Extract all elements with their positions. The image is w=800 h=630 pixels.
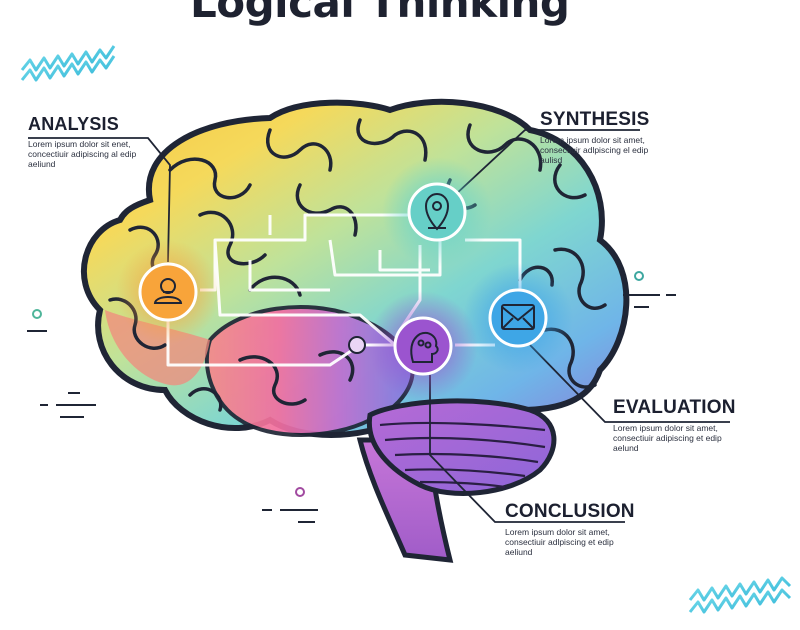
decorative-marks: [27, 271, 676, 523]
thinking-head-icon: [410, 332, 439, 363]
conclusion-node[interactable]: [368, 291, 478, 401]
conclusion-heading: CONCLUSION: [505, 501, 635, 522]
envelope-icon: [501, 304, 535, 330]
junction-dot: [348, 336, 366, 354]
conclusion-label: CONCLUSION Lorem ipsum dolor sit amet, c…: [505, 501, 635, 557]
synthesis-heading: SYNTHESIS: [540, 109, 650, 130]
synthesis-description: Lorem ipsum dolor sit amet, consectiuir …: [540, 135, 649, 165]
zigzag-decoration-top-left: [20, 45, 116, 82]
evaluation-description: Lorem ipsum dolor sit amet, consectiuir …: [613, 423, 722, 453]
evaluation-label: EVALUATION Lorem ipsum dolor sit amet, c…: [613, 397, 738, 453]
synthesis-node[interactable]: [382, 157, 492, 267]
analysis-description: Lorem ipsum dolor sit enet, concectiuir …: [28, 139, 137, 169]
analysis-heading: ANALYSIS: [28, 114, 119, 134]
evaluation-node[interactable]: [463, 263, 573, 373]
synthesis-label: SYNTHESIS Lorem ipsum dolor sit amet, co…: [540, 109, 665, 165]
analysis-label: ANALYSIS Lorem ipsum dolor sit enet, con…: [28, 114, 153, 169]
person-bust-icon: [153, 278, 183, 304]
cerebellum-folds: [379, 421, 546, 489]
evaluation-heading: EVALUATION: [613, 397, 736, 418]
conclusion-description: Lorem ipsum dolor sit amet, consectiuir …: [505, 527, 614, 557]
location-pin-person-icon: [424, 192, 450, 231]
zigzag-decoration-bottom-right: [688, 576, 792, 614]
pointer-lines: [28, 129, 730, 523]
diagram-title: Logical Thinking: [190, 0, 570, 27]
analysis-node[interactable]: [116, 240, 220, 344]
